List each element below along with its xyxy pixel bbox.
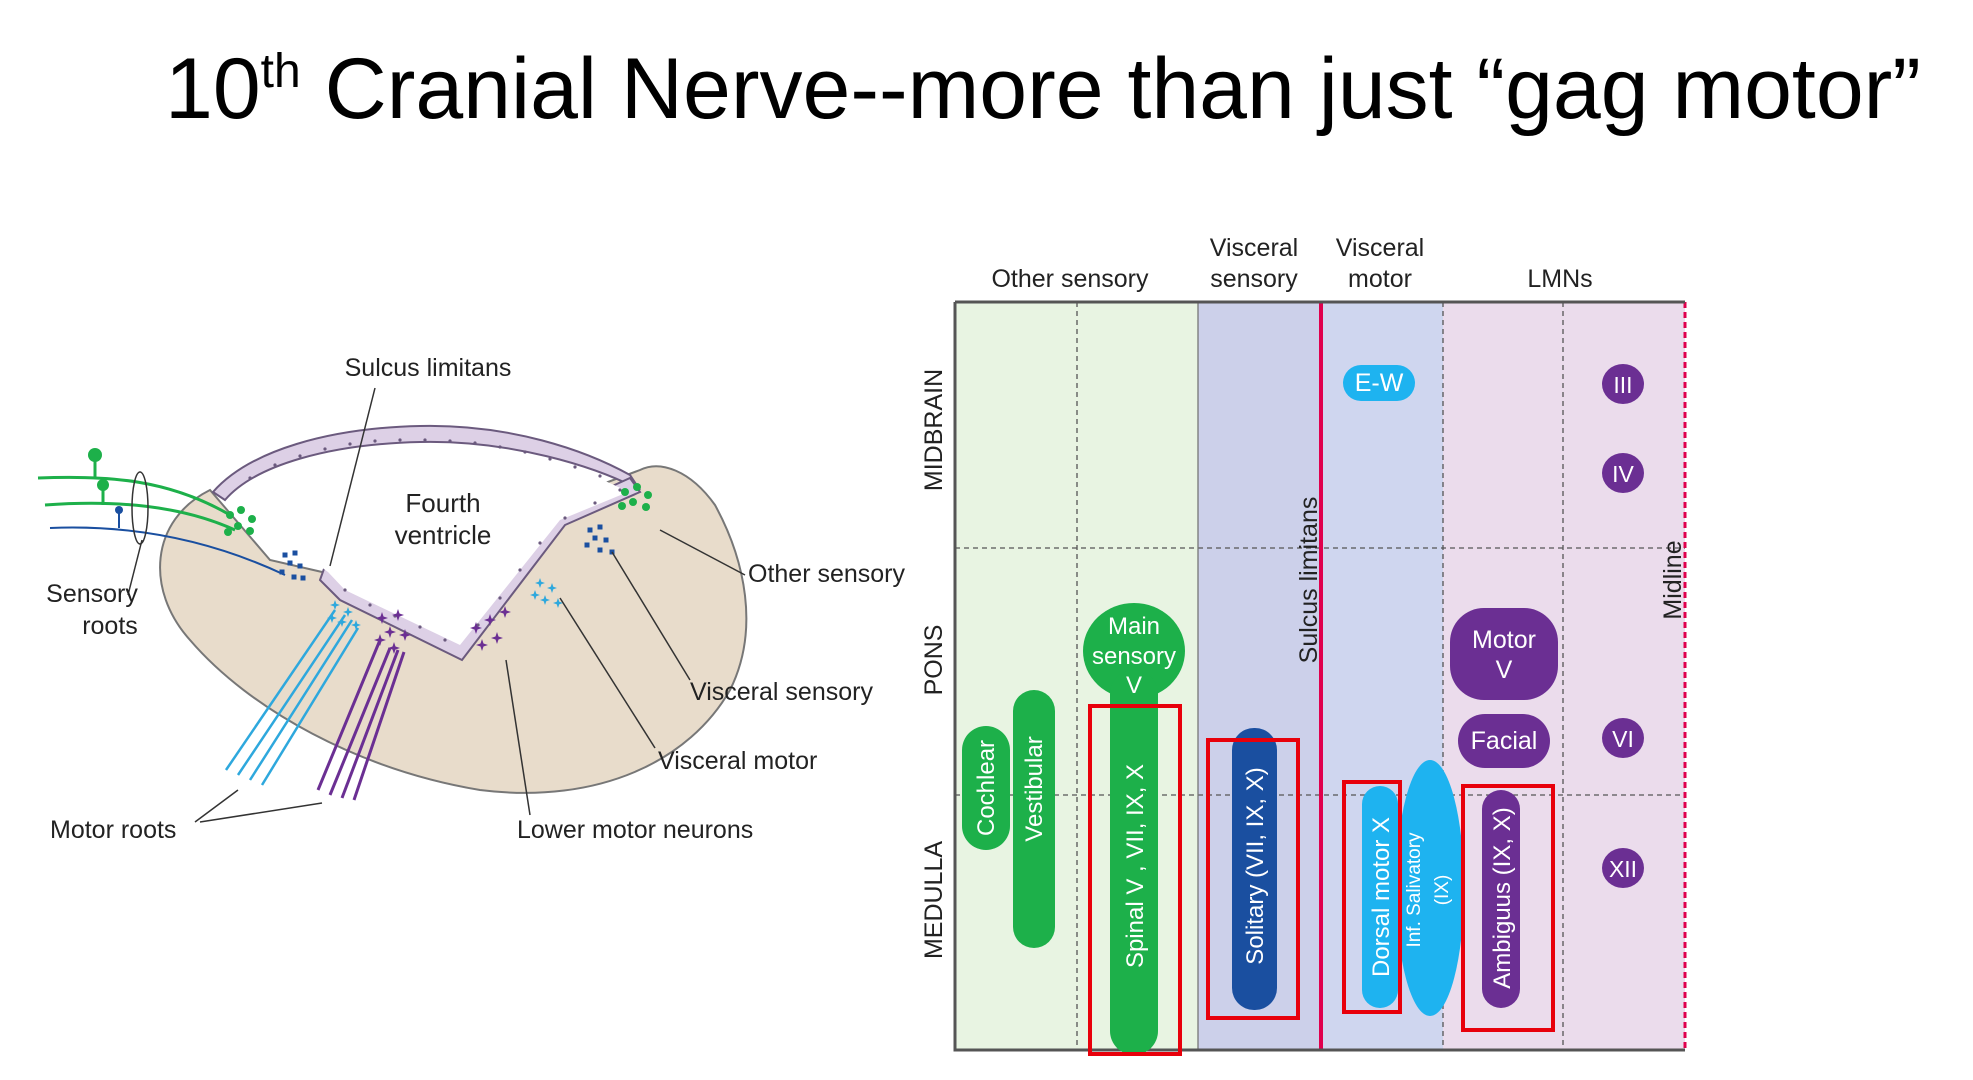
level-midbrain: MIDBRAIN bbox=[920, 369, 948, 491]
nucleus-main-sensory-label-2: sensory bbox=[1092, 643, 1176, 670]
nucleus-ambiguus bbox=[1482, 790, 1520, 1008]
label-fourth-ventricle-1: Fourth bbox=[405, 488, 480, 518]
header-visceral-sensory-2: sensory bbox=[1210, 265, 1298, 293]
ventricle-roof bbox=[211, 424, 641, 502]
nucleus-xii bbox=[1602, 848, 1644, 888]
level-pons: PONS bbox=[920, 625, 948, 696]
nucleus-edinger-westphal bbox=[1343, 365, 1415, 401]
label-sulcus-limitans-right: Sulcus limitans bbox=[1295, 497, 1323, 664]
highlight-ambiguus bbox=[1461, 784, 1555, 1032]
label-sulcus-limitans: Sulcus limitans bbox=[345, 354, 512, 382]
nucleus-dorsal-motor-label: Dorsal motor X bbox=[1368, 817, 1395, 977]
highlight-spinal-v bbox=[1088, 704, 1182, 1056]
nucleus-iv bbox=[1602, 453, 1644, 493]
nucleus-dorsal-motor-x bbox=[1362, 786, 1398, 1008]
nucleus-vi-label: VI bbox=[1612, 726, 1634, 752]
nucleus-main-sensory-v bbox=[1083, 603, 1185, 699]
header-visceral-motor-1: Visceral bbox=[1336, 234, 1424, 262]
nucleus-cochlear-label: Cochlear bbox=[973, 740, 1000, 836]
label-midline: Midline bbox=[1659, 540, 1687, 619]
nucleus-main-sensory-label-1: Main bbox=[1108, 613, 1160, 640]
header-visceral-sensory-1: Visceral bbox=[1210, 234, 1298, 262]
nucleus-spinal-v bbox=[1110, 670, 1158, 1055]
highlight-solitary bbox=[1206, 738, 1300, 1020]
nucleus-inferior-salivatory bbox=[1396, 760, 1464, 1016]
label-lower-motor-neurons: Lower motor neurons bbox=[517, 816, 753, 844]
nucleus-motor-v bbox=[1450, 608, 1558, 700]
label-visceral-sensory: Visceral sensory bbox=[690, 678, 873, 706]
nucleus-facial bbox=[1458, 714, 1550, 768]
highlight-dorsal-motor bbox=[1342, 780, 1402, 1014]
other-sensory-nucleus-left bbox=[224, 506, 256, 536]
title-number: 10 bbox=[165, 41, 261, 137]
nuclei-column-diagram: Other sensory Visceral sensory Visceral … bbox=[920, 234, 1687, 1056]
label-sensory-roots-1: Sensory bbox=[46, 580, 138, 608]
header-other-sensory: Other sensory bbox=[991, 265, 1149, 293]
brainstem-cross-section: Sulcus limitans Fourth ventricle Sensory… bbox=[37, 354, 906, 844]
header-lmns: LMNs bbox=[1527, 265, 1592, 293]
nucleus-spinal-v-label: Spinal V , VII, IX, X bbox=[1122, 764, 1149, 968]
label-motor-roots: Motor roots bbox=[50, 816, 176, 844]
label-other-sensory: Other sensory bbox=[748, 560, 906, 588]
nucleus-vestibular-label: Vestibular bbox=[1021, 736, 1048, 841]
nucleus-iii bbox=[1602, 364, 1644, 404]
nucleus-main-sensory-label-3: V bbox=[1126, 672, 1142, 699]
nucleus-vestibular bbox=[1013, 690, 1055, 948]
nucleus-solitary-label: Solitary (VII, IX, X) bbox=[1242, 767, 1269, 964]
nucleus-iii-label: III bbox=[1613, 372, 1632, 398]
nucleus-iv-label: IV bbox=[1612, 461, 1634, 487]
fourth-ventricle-space bbox=[230, 447, 628, 645]
ganglion-cell-icon bbox=[88, 448, 102, 462]
header-visceral-motor-2: motor bbox=[1348, 265, 1412, 293]
nucleus-motor-v-label-1: Motor bbox=[1472, 626, 1536, 654]
nucleus-solitary bbox=[1232, 728, 1277, 1010]
nucleus-vi bbox=[1602, 718, 1644, 758]
nucleus-cochlear bbox=[962, 726, 1010, 850]
label-sensory-roots-2: roots bbox=[82, 612, 138, 640]
label-visceral-motor: Visceral motor bbox=[658, 747, 817, 775]
nucleus-ew-label: E-W bbox=[1355, 369, 1404, 397]
title-superscript: th bbox=[260, 45, 301, 98]
nucleus-facial-label: Facial bbox=[1471, 727, 1538, 755]
nucleus-ambiguus-label: Ambiguus (IX, X) bbox=[1489, 807, 1516, 988]
nucleus-inf-salivatory-label-2: (IX) bbox=[1432, 875, 1453, 906]
nucleus-motor-v-label-2: V bbox=[1496, 656, 1513, 684]
nucleus-xii-label: XII bbox=[1609, 856, 1637, 882]
level-medulla: MEDULLA bbox=[920, 841, 948, 959]
label-fourth-ventricle-2: ventricle bbox=[395, 520, 492, 550]
title-text: Cranial Nerve--more than just “gag motor… bbox=[300, 41, 1921, 137]
nucleus-inf-salivatory-label-1: Inf. Salivatory bbox=[1404, 832, 1425, 948]
slide-title: 10th Cranial Nerve--more than just “gag … bbox=[165, 40, 1921, 139]
other-sensory-nucleus-right bbox=[618, 483, 652, 511]
